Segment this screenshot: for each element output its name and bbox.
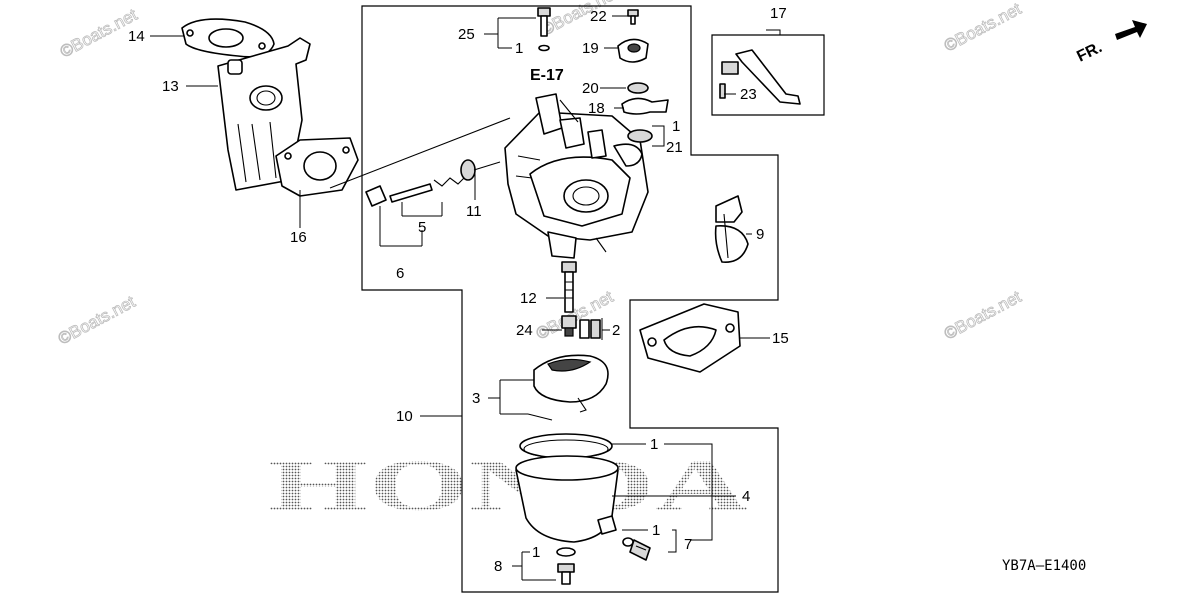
callout-5: 5 — [418, 219, 426, 236]
part-9-choke-valve — [714, 195, 749, 263]
front-direction-arrow-icon — [1115, 20, 1147, 40]
diagram-code-label: YB7A—E1400 — [1002, 558, 1086, 574]
callout-3: 3 — [472, 390, 480, 407]
part-2-needle-valve — [579, 319, 601, 339]
leader-line — [329, 117, 511, 189]
part-7-drain-screw — [629, 539, 651, 561]
callout-1: 1 — [650, 436, 658, 453]
callout-labels: 14 13 16 25 1 22 19 E-17 20 18 1 21 11 5… — [128, 5, 789, 575]
callout-15: 15 — [772, 330, 789, 347]
leader-line — [559, 99, 579, 123]
callout-22: 22 — [590, 8, 607, 25]
watermark-text: ©Boats.net — [941, 0, 1025, 56]
part-11-screw — [460, 159, 501, 181]
callout-1: 1 — [672, 118, 680, 135]
callout-9: 9 — [756, 226, 764, 243]
front-direction-label: FR. — [1074, 39, 1105, 66]
reference-e17-label: E-17 — [530, 67, 564, 84]
part-4-float-bowl — [515, 455, 619, 543]
callout-7: 7 — [684, 536, 692, 553]
callout-17: 17 — [770, 5, 787, 22]
part-14-gasket — [181, 18, 275, 58]
assembly-frame-outline — [361, 5, 779, 593]
callout-13: 13 — [162, 78, 179, 95]
callout-19: 19 — [582, 40, 599, 57]
part-1-washer — [622, 537, 634, 547]
callout-6: 6 — [396, 265, 404, 282]
callout-4: 4 — [742, 488, 750, 505]
callout-18: 18 — [588, 100, 605, 117]
part-8-drain-bolt — [557, 563, 575, 585]
inset-frame-outline — [711, 34, 825, 116]
callout-1: 1 — [532, 544, 540, 561]
part-23-pin — [719, 83, 726, 99]
callout-14: 14 — [128, 28, 145, 45]
part-21-seal — [627, 129, 653, 143]
part-5-pilot-screw — [389, 175, 467, 203]
part-24-jet — [561, 315, 577, 337]
part-16-gasket — [275, 137, 359, 197]
part-25-screw — [537, 7, 551, 37]
watermark-text: ©Boats.net — [941, 287, 1025, 344]
part-3-float — [527, 354, 609, 421]
callout-leaders — [150, 15, 781, 581]
part-6-throttle-stop-screw-cap — [365, 185, 387, 207]
callout-23: 23 — [740, 86, 757, 103]
callout-2: 2 — [612, 322, 620, 339]
part-15-gasket — [639, 303, 741, 373]
part-1-washer — [538, 44, 550, 52]
callout-12: 12 — [520, 290, 537, 307]
callout-20: 20 — [582, 80, 599, 97]
part-18-valve-body — [621, 97, 669, 115]
part-20-diaphragm — [627, 82, 649, 94]
callout-25: 25 — [458, 26, 475, 43]
part-17-choke-lever — [721, 49, 801, 105]
callout-24: 24 — [516, 322, 533, 339]
callout-16: 16 — [290, 229, 307, 246]
watermark-text: ©Boats.net — [55, 292, 139, 349]
part-12-main-nozzle — [561, 261, 577, 313]
callout-11: 11 — [466, 203, 482, 220]
callout-1: 1 — [515, 40, 523, 57]
part-1-washer — [556, 547, 576, 557]
honda-brand-mark: HONDA — [268, 445, 748, 527]
callout-1: 1 — [652, 522, 660, 539]
part-19-cover — [617, 38, 649, 63]
callout-10: 10 — [396, 408, 413, 425]
part-10-carburetor-body — [504, 93, 649, 259]
part-22-screw — [627, 9, 639, 25]
callout-8: 8 — [494, 558, 502, 575]
callout-21: 21 — [666, 139, 683, 156]
